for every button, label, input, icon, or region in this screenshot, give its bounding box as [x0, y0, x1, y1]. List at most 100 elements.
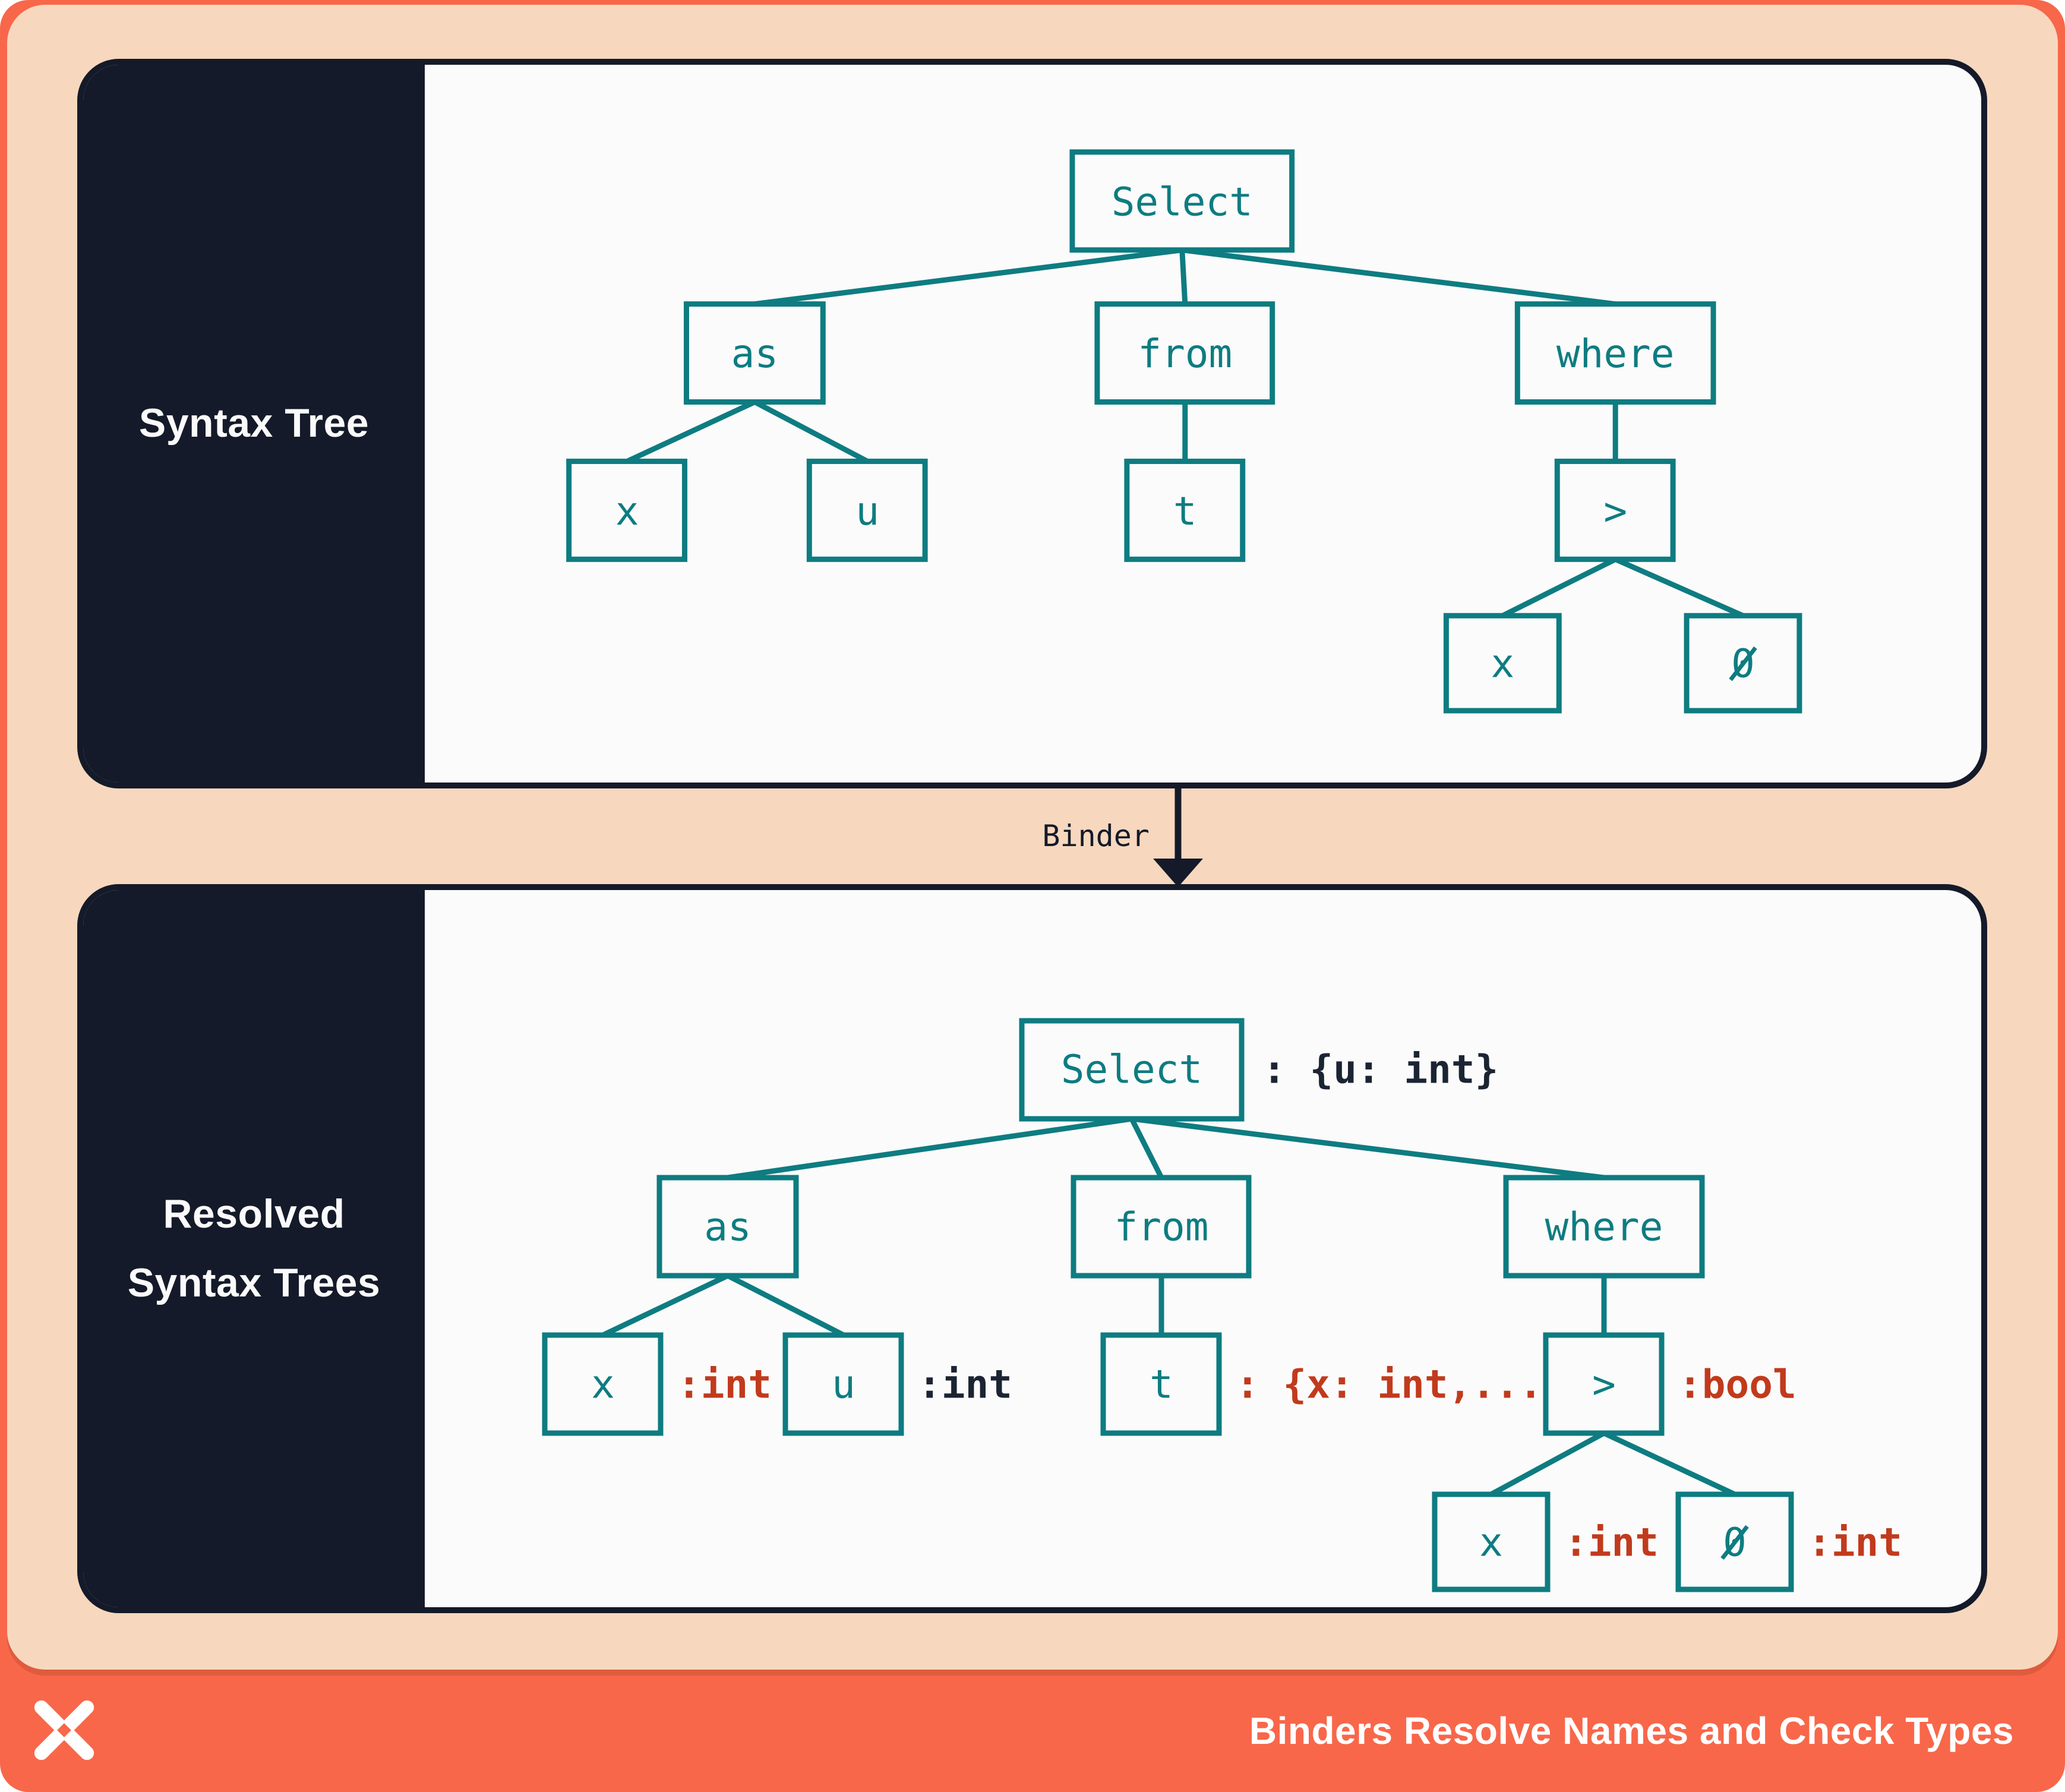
tree-edge — [1489, 1431, 1606, 1497]
node-label: as — [731, 331, 778, 377]
arrow-head — [1153, 859, 1203, 887]
tree-edge — [1182, 247, 1616, 307]
node-x2: x — [1443, 613, 1562, 714]
node-where: where — [1503, 1175, 1705, 1279]
node-select: Select : {u: int} — [1019, 1018, 1498, 1122]
type-annotation-t: : {x: int,...} — [1236, 1362, 1566, 1408]
resolved-diagram: Select : {u: int} as from where x :int — [542, 1018, 1902, 1592]
node-label: > — [1592, 1362, 1616, 1408]
node-label: > — [1603, 488, 1627, 534]
tree-edge — [1131, 1116, 1605, 1181]
tree-edge — [727, 1116, 1132, 1181]
node-box — [566, 458, 687, 562]
node-u: u — [806, 458, 928, 562]
dbt-logo-icon — [34, 1699, 94, 1762]
resolved-sidebar: Resolved Syntax Trees — [83, 890, 425, 1607]
logo-notch — [52, 1744, 67, 1762]
tree-edges — [626, 247, 1744, 619]
node-box — [1069, 149, 1295, 253]
node-box — [1019, 1018, 1245, 1122]
node-select: Select — [1069, 149, 1295, 253]
tree-edge — [1129, 1117, 1164, 1179]
node-box — [1100, 1332, 1222, 1436]
slide-title: Binders Resolve Names and Check Types — [1249, 1709, 2014, 1752]
node-t: t : {x: int,...} — [1100, 1332, 1566, 1436]
node-as: as — [683, 301, 826, 405]
panel-title-line: Syntax Trees — [127, 1260, 381, 1305]
slashed-zero-mark — [1720, 1525, 1749, 1560]
node-x1: x :int — [542, 1332, 772, 1436]
binder-arrow-icon — [1153, 788, 1203, 887]
node-from: from — [1094, 301, 1275, 405]
type-annotation-zero: :int — [1808, 1520, 1902, 1566]
syntax-tree-panel: Select as from where x u — [77, 59, 1987, 788]
logo-notch — [62, 1699, 76, 1716]
node-label: x — [615, 488, 639, 534]
tree-edge — [1179, 250, 1188, 304]
node-box — [683, 301, 826, 405]
node-box — [1432, 1491, 1551, 1592]
node-box — [1124, 458, 1246, 562]
node-label: where — [1556, 331, 1675, 377]
node-t: t — [1124, 458, 1246, 562]
node-label: from — [1114, 1204, 1209, 1250]
type-annotation-gt: :bool — [1678, 1362, 1796, 1408]
node-box — [656, 1175, 799, 1279]
tree-edge — [626, 399, 756, 464]
resolved-panel: Select : {u: int} as from where x :int — [77, 884, 1987, 1613]
node-label: as — [704, 1204, 751, 1250]
node-box — [1071, 1175, 1252, 1279]
tree-edge — [1603, 1430, 1736, 1497]
node-u: u :int — [782, 1332, 1012, 1436]
binder-label: Binder — [1042, 819, 1150, 853]
node-gt: > :bool — [1543, 1332, 1796, 1436]
node-label: t — [1173, 488, 1197, 534]
node-label: u — [832, 1362, 855, 1408]
node-label: Select — [1061, 1047, 1202, 1093]
node-box — [782, 1332, 904, 1436]
node-box — [542, 1332, 664, 1436]
type-annotation-x: :int — [677, 1362, 772, 1408]
node-label: x — [1491, 641, 1514, 687]
tree-edge — [1614, 557, 1744, 619]
tree-edge — [602, 1273, 729, 1338]
node-zero: 0 :int — [1675, 1491, 1902, 1592]
node-label: where — [1545, 1204, 1663, 1250]
node-box — [1554, 458, 1676, 562]
syntax-tree-sidebar: Syntax Tree — [83, 65, 425, 783]
syntax-tree-diagram: Select as from where x u — [566, 149, 1802, 714]
node-where: where — [1514, 301, 1716, 405]
node-box — [1503, 1175, 1705, 1279]
type-annotation-x2: :int — [1564, 1520, 1659, 1566]
panel-title: Resolved Syntax Trees — [128, 1180, 381, 1317]
node-label: Select — [1112, 179, 1253, 225]
node-x2: x :int — [1432, 1491, 1659, 1592]
footer: Binders Resolve Names and Check Types — [0, 1670, 2065, 1792]
slashed-zero-mark — [1729, 646, 1757, 682]
node-box — [806, 458, 928, 562]
node-label: u — [855, 488, 879, 534]
node-gt: > — [1554, 458, 1676, 562]
panel-title: Syntax Tree — [139, 389, 369, 458]
tree-edge — [753, 399, 869, 464]
tree-edges — [602, 1116, 1736, 1497]
tree-edge — [754, 247, 1183, 307]
node-label: x — [1479, 1520, 1503, 1566]
tree-edge — [1501, 557, 1617, 619]
node-as: as — [656, 1175, 799, 1279]
node-box — [1443, 613, 1562, 714]
node-label: from — [1138, 331, 1232, 377]
node-box — [1543, 1332, 1665, 1436]
type-annotation-u: :int — [918, 1362, 1012, 1408]
type-annotation-select: : {u: int} — [1262, 1047, 1498, 1093]
node-x1: x — [566, 458, 687, 562]
node-label: t — [1150, 1362, 1173, 1408]
panel-title-line: Resolved — [163, 1191, 345, 1236]
node-zero: 0 — [1684, 613, 1802, 714]
node-label: x — [591, 1362, 615, 1408]
node-from: from — [1071, 1175, 1252, 1279]
panel-title-line: Syntax Tree — [138, 400, 370, 446]
node-box — [1094, 301, 1275, 405]
node-box — [1514, 301, 1716, 405]
